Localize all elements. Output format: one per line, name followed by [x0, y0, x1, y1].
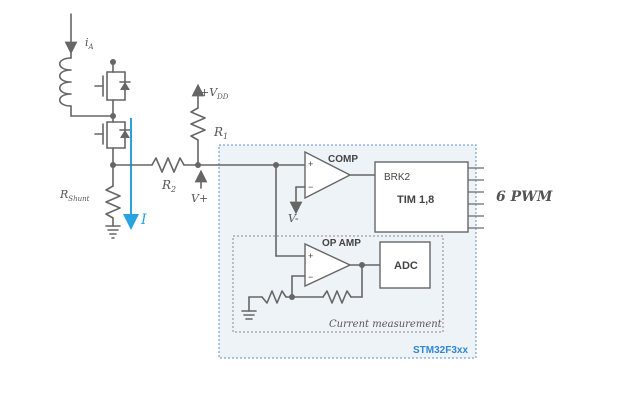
gain-resistor [261, 290, 287, 304]
current-measurement-label: Current measurement [329, 319, 443, 330]
opamp-minus: − [308, 272, 313, 282]
timer-block [374, 161, 469, 233]
upper-igbt [94, 59, 131, 117]
lower-igbt [94, 115, 131, 149]
opamp-plus: + [308, 251, 313, 261]
brk2-label: BRK2 [384, 172, 411, 183]
rshunt-label: RShunt [59, 188, 90, 203]
comp-label: COMP [328, 154, 358, 165]
comp-minus: − [308, 182, 313, 192]
op-amp [304, 242, 352, 288]
r2-label: R2 [161, 178, 176, 194]
vminus-label: V- [288, 212, 299, 225]
vdd-label: +VDD [200, 86, 229, 101]
current-measurement-region [232, 235, 444, 333]
r1-label: R1 [213, 125, 228, 141]
opamp-label: OP AMP [322, 238, 361, 249]
r1-resistor [190, 107, 206, 141]
current-label: I [140, 212, 147, 228]
inductor [58, 57, 72, 107]
ia-label: iA [85, 36, 94, 51]
r2-resistor [151, 157, 185, 173]
opamp-ground [241, 310, 257, 320]
tim-label: TIM 1,8 [397, 194, 434, 206]
pwm-outputs [468, 167, 484, 229]
vplus-label: V+ [191, 192, 208, 205]
adc-label: ADC [394, 260, 418, 272]
pwm-label: 6 PWM [496, 189, 553, 205]
shunt-ground [105, 225, 121, 239]
adc-block [379, 241, 431, 289]
chip-label: STM32F3xx [413, 345, 468, 356]
comp-plus: + [308, 159, 313, 169]
feedback-resistor [322, 290, 352, 304]
comparator [304, 150, 352, 200]
shunt-resistor [105, 185, 121, 219]
